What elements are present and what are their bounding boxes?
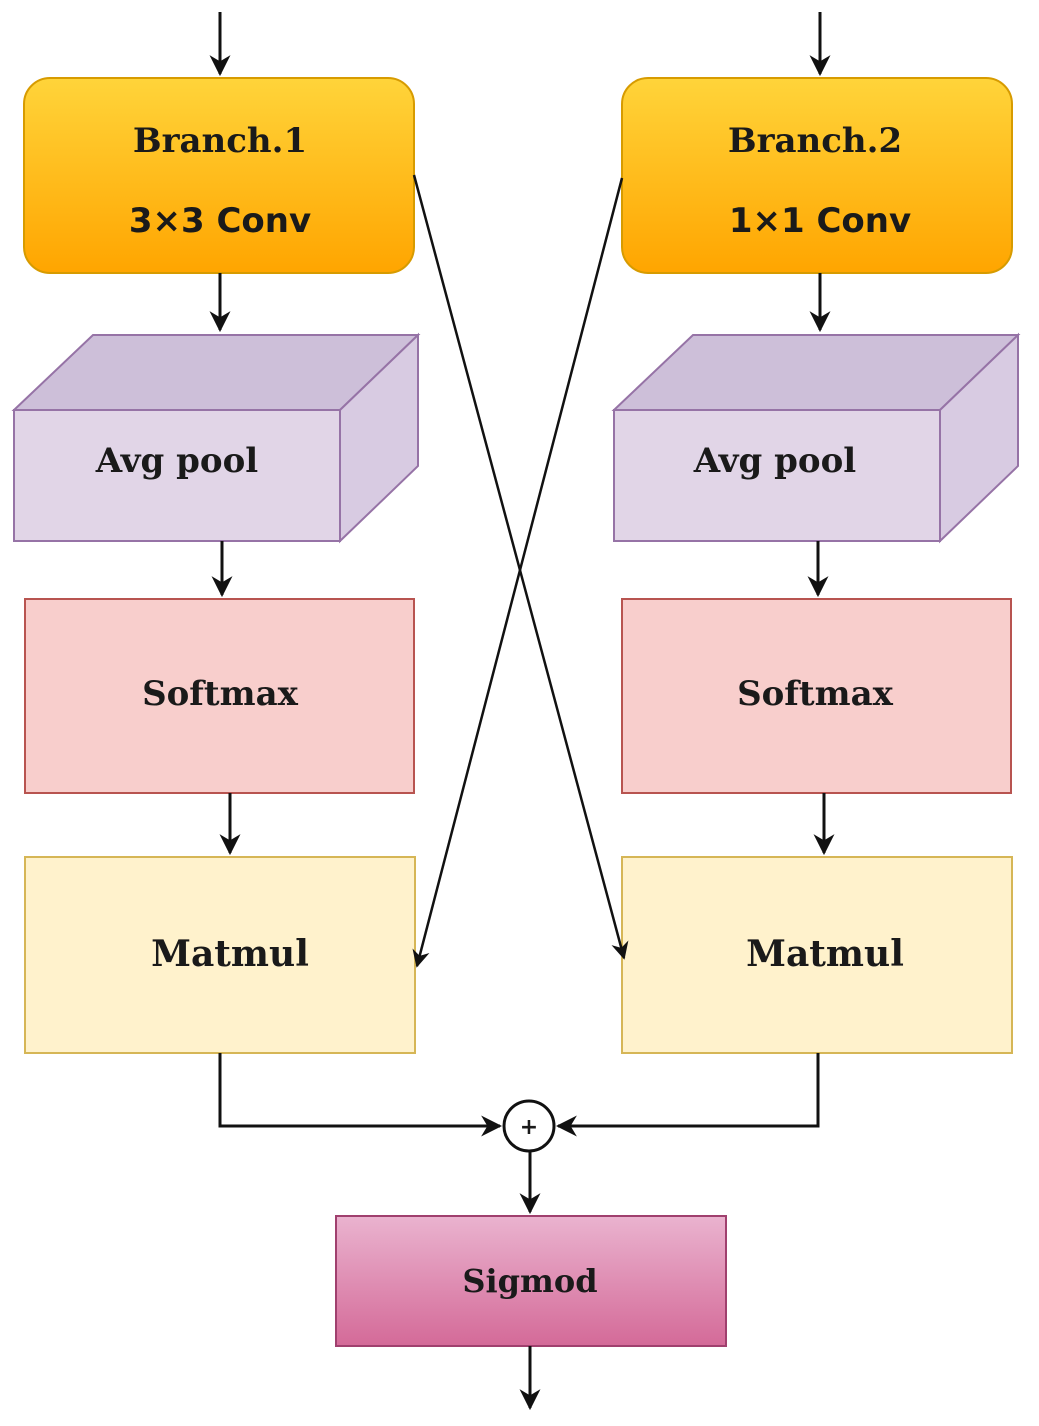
merge-line-right: [555, 1053, 820, 1137]
matmul-left-label: Matmul: [151, 933, 309, 975]
softmax-left-label: Softmax: [142, 674, 299, 714]
add-symbol: +: [520, 1115, 538, 1140]
merge-line-left: [218, 1053, 503, 1137]
sigmoid-label: Sigmod: [462, 1262, 597, 1300]
cross-arrow-branch1-to-matmul2: [412, 174, 629, 960]
sigmoid-block: Sigmod: [335, 1215, 727, 1347]
softmax-left-block: Softmax: [24, 598, 415, 794]
matmul-right-block: Matmul: [621, 856, 1013, 1054]
branch2-block: Branch.2 1×1 Conv: [621, 77, 1013, 274]
add-node: +: [502, 1099, 556, 1153]
branch1-block: Branch.1 3×3 Conv: [23, 77, 415, 274]
avg-pool-right-block: Avg pool: [611, 332, 1021, 544]
softmax-right-block: Softmax: [621, 598, 1012, 794]
branch1-title: Branch.1: [133, 121, 307, 161]
matmul-left-block: Matmul: [24, 856, 416, 1054]
avg-pool-left-block: Avg pool: [11, 332, 421, 544]
avg-pool-left-label: Avg pool: [95, 441, 258, 481]
branch1-op: 3×3 Conv: [129, 201, 311, 241]
matmul-right-label: Matmul: [746, 933, 904, 975]
avg-pool-right-label: Avg pool: [693, 441, 856, 481]
cross-arrow-branch2-to-matmul1: [412, 177, 624, 968]
softmax-right-label: Softmax: [737, 674, 894, 714]
branch2-title: Branch.2: [728, 121, 902, 161]
branch2-op: 1×1 Conv: [729, 201, 911, 241]
